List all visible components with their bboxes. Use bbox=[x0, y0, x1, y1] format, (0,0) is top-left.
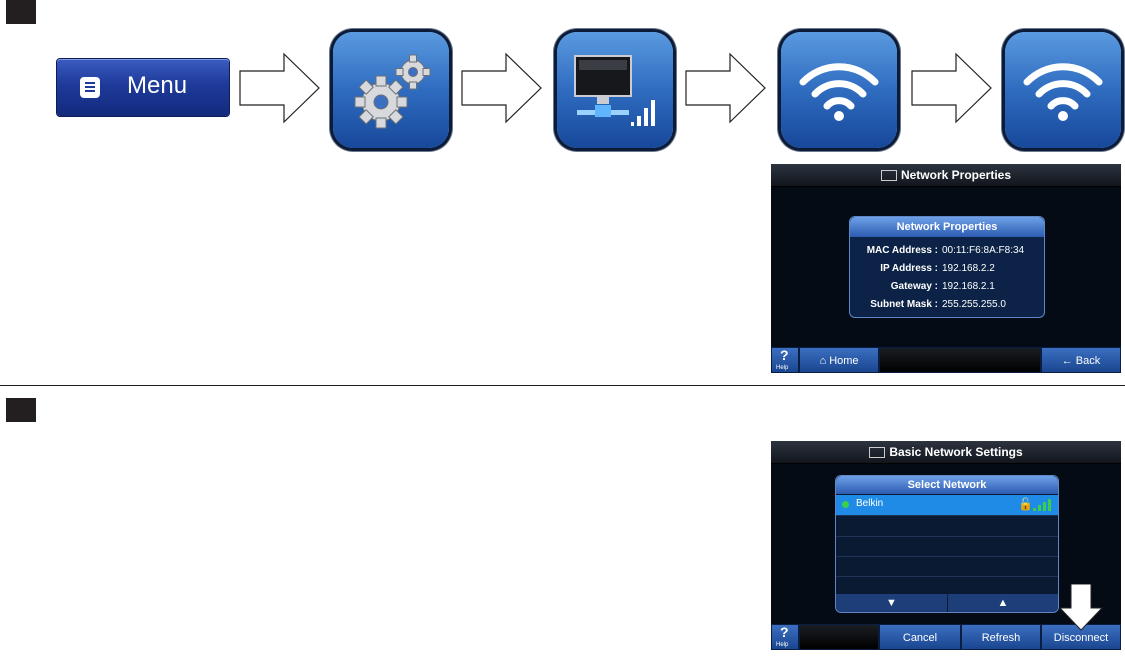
step-marker-2 bbox=[6, 398, 36, 422]
back-button-label: Back bbox=[1076, 355, 1100, 367]
disconnect-button-label: Disconnect bbox=[1054, 632, 1108, 644]
signal-strength-icon bbox=[1032, 499, 1052, 512]
gateway-row: Gateway :192.168.2.1 bbox=[838, 281, 995, 292]
screen-title-bar: Network Properties bbox=[771, 164, 1121, 187]
back-arrow-icon: ← bbox=[1062, 355, 1073, 367]
cancel-button[interactable]: Cancel bbox=[879, 624, 961, 650]
flow-arrow-1 bbox=[240, 54, 319, 122]
screen-title: Basic Network Settings bbox=[889, 445, 1022, 459]
network-properties-panel: Network Properties MAC Address :00:11:F6… bbox=[849, 216, 1045, 318]
pointer-down-arrow-icon bbox=[1058, 584, 1104, 632]
settings-tile[interactable] bbox=[333, 32, 449, 148]
empty-footer-slot bbox=[879, 347, 1041, 373]
wifi-tile-2[interactable] bbox=[1005, 32, 1121, 148]
screen-title: Network Properties bbox=[901, 168, 1011, 182]
home-icon: ⌂ bbox=[819, 355, 826, 367]
scroll-up-button[interactable]: ▲ bbox=[948, 594, 1058, 612]
empty-footer-slot bbox=[799, 624, 879, 650]
network-row-belkin[interactable]: Belkin 🔓 bbox=[836, 495, 1058, 516]
panel-title: Network Properties bbox=[850, 217, 1044, 237]
network-row-empty bbox=[836, 536, 1058, 557]
help-button[interactable]: ? Help bbox=[771, 347, 799, 373]
network-monitor-icon bbox=[869, 447, 885, 458]
unlocked-icon: 🔓 bbox=[1018, 497, 1033, 511]
help-button[interactable]: ? Help bbox=[771, 624, 799, 650]
down-triangle-icon: ▼ bbox=[886, 597, 897, 609]
refresh-button-label: Refresh bbox=[982, 632, 1021, 644]
screen-title-bar: Basic Network Settings bbox=[771, 441, 1121, 464]
cancel-button-label: Cancel bbox=[903, 632, 937, 644]
wifi-icon bbox=[781, 32, 897, 148]
network-properties-screen: Network Properties Network Properties MA… bbox=[771, 164, 1121, 373]
panel-title: Select Network bbox=[836, 476, 1058, 494]
ip-address-row: IP Address :192.168.2.2 bbox=[838, 263, 995, 274]
network-tile[interactable] bbox=[557, 32, 673, 148]
flow-arrow-4 bbox=[912, 54, 991, 122]
connected-status-icon bbox=[842, 501, 849, 508]
gears-icon bbox=[333, 32, 449, 148]
network-monitor-icon bbox=[881, 170, 897, 181]
home-button-label: Home bbox=[829, 355, 858, 367]
wifi-icon bbox=[1005, 32, 1121, 148]
wifi-tile-1[interactable] bbox=[781, 32, 897, 148]
network-monitor-icon bbox=[557, 32, 673, 148]
section-divider bbox=[0, 385, 1125, 386]
network-row-empty bbox=[836, 516, 1058, 537]
network-name: Belkin bbox=[856, 498, 883, 509]
scroll-down-button[interactable]: ▼ bbox=[836, 594, 947, 612]
up-triangle-icon: ▲ bbox=[998, 597, 1009, 609]
home-button[interactable]: ⌂ Home bbox=[799, 347, 879, 373]
select-network-panel: Select Network Belkin 🔓 ▼ ▲ bbox=[835, 475, 1059, 613]
network-row-empty bbox=[836, 556, 1058, 577]
flow-arrow-3 bbox=[686, 54, 765, 122]
mac-address-row: MAC Address :00:11:F6:8A:F8:34 bbox=[838, 245, 1024, 256]
subnet-mask-row: Subnet Mask :255.255.255.0 bbox=[838, 299, 1006, 310]
refresh-button[interactable]: Refresh bbox=[961, 624, 1041, 650]
back-button[interactable]: ← Back bbox=[1041, 347, 1121, 373]
flow-arrow-2 bbox=[462, 54, 541, 122]
